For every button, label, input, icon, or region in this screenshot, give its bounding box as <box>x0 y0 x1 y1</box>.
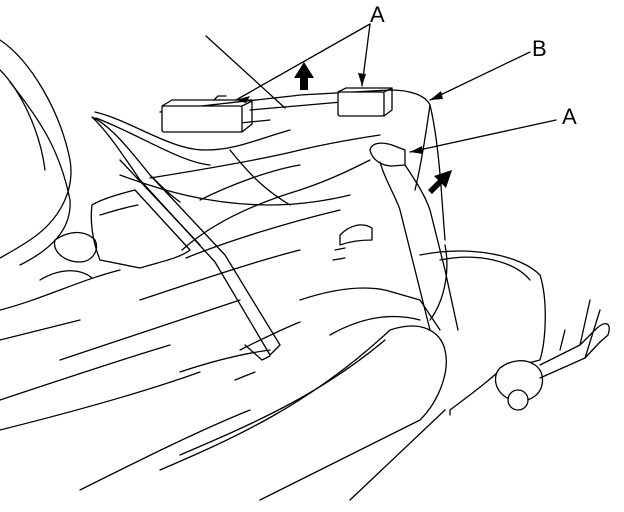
up-arrow-icon <box>294 62 314 90</box>
clip-a-left <box>161 95 253 133</box>
seat-pocket <box>39 189 191 281</box>
callout-a-top: A <box>370 2 385 27</box>
seat-outline <box>0 39 301 491</box>
clip-a-middle <box>337 87 393 117</box>
wire-harness <box>94 111 381 259</box>
clip-a-right <box>332 142 459 331</box>
diagonal-arrow-icon <box>428 170 452 194</box>
left-rail <box>91 116 281 361</box>
front-lid <box>159 321 447 501</box>
callout-a-right: A <box>562 104 577 129</box>
latch-panel <box>299 250 546 416</box>
callout-b: B <box>532 36 547 61</box>
leader-arrowheads <box>236 73 443 154</box>
hinge-linkage <box>494 299 610 411</box>
leader-lines <box>205 23 557 501</box>
